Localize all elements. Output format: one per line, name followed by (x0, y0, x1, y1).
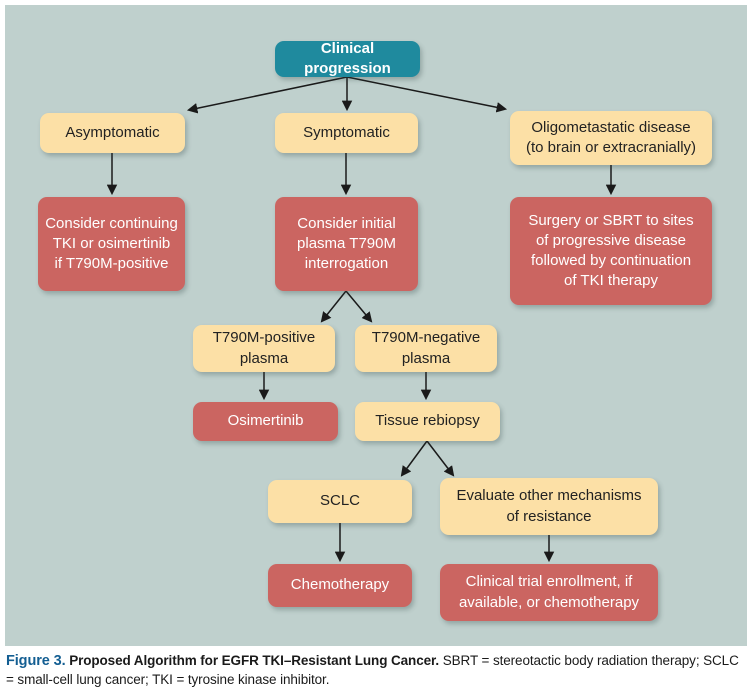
figure-caption: Figure 3. Proposed Algorithm for EGFR TK… (6, 651, 746, 690)
node-clinical-trial-enrollment: Clinical trial enrollment, if available,… (440, 564, 658, 621)
node-consider-initial-plasma: Consider initial plasma T790M interrogat… (275, 197, 418, 291)
figure-caption-label: Figure 3. (6, 653, 66, 669)
node-sclc: SCLC (268, 480, 412, 523)
figure-caption-title: Proposed Algorithm for EGFR TKI–Resistan… (69, 653, 440, 668)
node-osimertinib: Osimertinib (193, 402, 338, 441)
figure-caption-abbreviations: SBRT = stereotactic body radiation thera… (6, 653, 739, 688)
flowchart-panel: Clinical progression Asymptomatic Sympto… (5, 5, 747, 646)
node-tissue-rebiopsy: Tissue rebiopsy (355, 402, 500, 441)
node-t790m-positive-plasma: T790M-positive plasma (193, 325, 335, 372)
node-symptomatic: Symptomatic (275, 113, 418, 153)
connector-arrows (106, 76, 617, 563)
node-consider-continuing-tki: Consider continuing TKI or osimertinib i… (38, 197, 185, 291)
node-clinical-progression: Clinical progression (275, 40, 420, 77)
node-surgery-or-sbrt: Surgery or SBRT to sites of progressive … (510, 197, 712, 305)
node-asymptomatic: Asymptomatic (40, 113, 185, 153)
node-chemotherapy: Chemotherapy (268, 564, 412, 607)
node-t790m-negative-plasma: T790M-negative plasma (355, 325, 497, 372)
node-oligometastatic-disease: Oligometastatic disease (to brain or ext… (510, 111, 712, 165)
node-evaluate-other-mechanisms: Evaluate other mechanisms of resistance (440, 478, 658, 535)
